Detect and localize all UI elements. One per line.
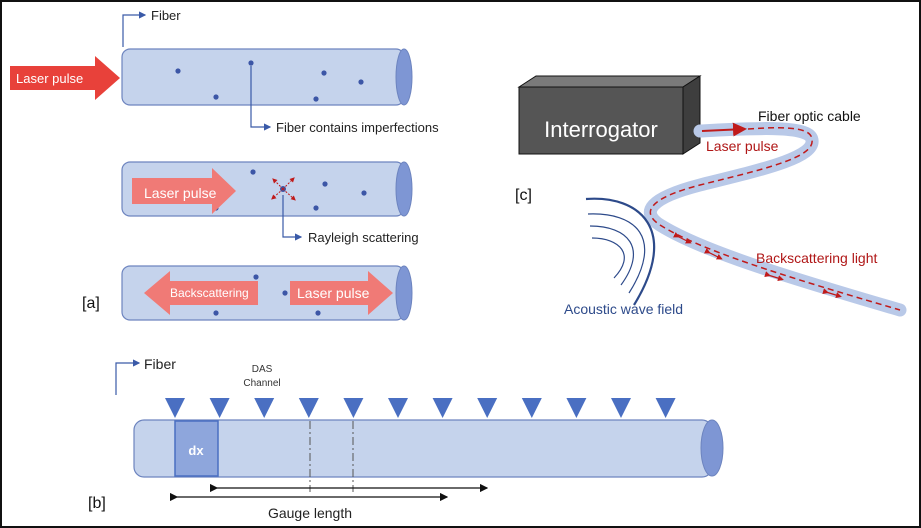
imperfection-dots-1 xyxy=(175,60,364,102)
fiber-label-b: Fiber xyxy=(144,356,176,372)
fiber-pointer-b xyxy=(115,359,141,395)
laser-pulse-label-1: Laser pulse xyxy=(16,71,83,86)
panel-b-label: [b] xyxy=(88,495,106,512)
das-channel-marker xyxy=(655,398,676,418)
das-channel-line2: Channel xyxy=(243,378,280,389)
das-channel-marker xyxy=(521,398,542,418)
acoustic-wave-label: Acoustic wave field xyxy=(564,301,683,317)
laser-pulse-label-2: Laser pulse xyxy=(144,185,217,201)
cable-laser-pulse xyxy=(701,122,747,137)
backscatter-arrows xyxy=(672,231,842,298)
fiber-label-a: Fiber xyxy=(151,8,181,23)
panel-c: Interrogator Fiber optic cable Laser pul… xyxy=(515,75,907,317)
fiber-tube-b xyxy=(133,419,724,478)
panel-a: Fiber Laser pulse Fiber contains imperfe… xyxy=(10,8,439,321)
laser-pulse-label-3: Laser pulse xyxy=(297,285,370,301)
laser-pulse-arrow-1 xyxy=(10,56,120,100)
das-channel-marker xyxy=(343,398,364,418)
das-channel-line1: DAS xyxy=(252,364,273,375)
panel-b: Fiber DAS Channel dx Gauge length [b] xyxy=(88,356,724,521)
das-channel-marker xyxy=(432,398,453,418)
fiber-optic-cable xyxy=(643,122,907,317)
imperfections-pointer xyxy=(250,66,272,131)
acoustic-wave-field xyxy=(585,197,656,306)
das-channel-marker xyxy=(611,398,631,418)
panel-a-label: [a] xyxy=(82,295,100,312)
cable-dashed-core xyxy=(649,127,901,311)
backscattering-label: Backscattering xyxy=(170,286,249,300)
das-channel-marker xyxy=(477,398,498,418)
backscattering-light-label: Backscattering light xyxy=(756,250,878,266)
interrogator-label: Interrogator xyxy=(544,117,658,142)
rayleigh-scatter-icon xyxy=(271,177,296,201)
imperfection-dots-3 xyxy=(213,274,321,316)
das-channel-markers xyxy=(165,398,676,418)
cable-laser-pulse-label: Laser pulse xyxy=(706,138,779,154)
das-channel-marker xyxy=(209,398,230,418)
rayleigh-pointer xyxy=(282,195,303,241)
das-channel-marker xyxy=(388,398,408,418)
rayleigh-label: Rayleigh scattering xyxy=(308,230,419,245)
panel-c-label: [c] xyxy=(515,187,532,204)
das-channel-marker xyxy=(165,398,185,418)
interrogator-box xyxy=(517,75,702,155)
fiber-optic-cable-label: Fiber optic cable xyxy=(758,108,861,124)
fiber-pointer-a xyxy=(122,11,147,47)
dx-label: dx xyxy=(188,443,204,458)
gauge-length-label: Gauge length xyxy=(268,505,352,521)
imperfections-label: Fiber contains imperfections xyxy=(276,120,439,135)
das-channel-marker xyxy=(254,398,275,418)
fiber-tube-3 xyxy=(121,265,413,321)
das-channel-marker xyxy=(298,398,319,418)
laser-pulse-arrow-3 xyxy=(290,271,393,315)
laser-pulse-arrow-2 xyxy=(132,168,236,214)
fiber-tube-1 xyxy=(121,48,413,106)
das-channel-marker xyxy=(566,398,587,418)
backscattering-arrow xyxy=(144,271,258,315)
dx-segment xyxy=(174,420,219,477)
